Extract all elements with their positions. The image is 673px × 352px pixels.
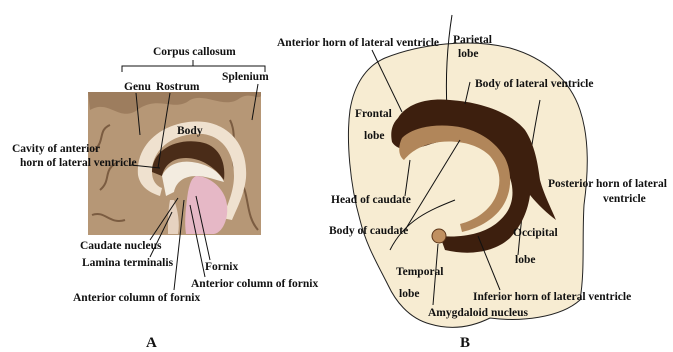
label-cavity-line1: Cavity of anterior: [12, 143, 100, 155]
label-posterior-horn-line1: Posterior horn of lateral: [548, 178, 667, 190]
label-frontal-line1: Frontal: [355, 108, 392, 120]
label-splenium: Splenium: [222, 71, 269, 83]
label-anterior-horn: Anterior horn of lateral ventricle: [277, 37, 439, 49]
label-lamina-terminalis: Lamina terminalis: [82, 257, 174, 269]
label-anterior-column-fornix-a1: Anterior column of fornix: [73, 292, 200, 304]
label-corpus-callosum: Corpus callosum: [153, 46, 236, 58]
label-parietal-line1: Parietal: [453, 34, 492, 46]
panel-a: Corpus callosum Genu Rostrum Splenium Bo…: [12, 46, 318, 351]
panel-b: Anterior horn of lateral ventricle Parie…: [277, 15, 667, 351]
label-temporal-line2: lobe: [399, 288, 419, 300]
panel-label-a: A: [146, 335, 157, 351]
label-posterior-horn-line2: ventricle: [603, 193, 646, 205]
label-body-lateral-ventricle: Body of lateral ventricle: [475, 78, 593, 90]
panel-label-b: B: [460, 335, 470, 351]
label-body: Body: [177, 125, 203, 137]
label-fornix: Fornix: [205, 261, 238, 273]
label-frontal-line2: lobe: [364, 130, 384, 142]
label-head-of-caudate: Head of caudate: [331, 194, 411, 206]
label-cavity-line2: horn of lateral ventricle: [20, 157, 137, 169]
label-amygdaloid-nucleus: Amygdaloid nucleus: [428, 307, 529, 319]
label-caudate-nucleus: Caudate nucleus: [80, 240, 162, 252]
label-body-of-caudate: Body of caudate: [329, 225, 408, 237]
label-rostrum: Rostrum: [156, 81, 200, 93]
label-genu: Genu: [124, 81, 151, 93]
label-anterior-column-fornix-a2: Anterior column of fornix: [191, 278, 318, 290]
amygdaloid-nucleus-shape: [432, 229, 446, 243]
label-parietal-line2: lobe: [458, 48, 478, 60]
label-occipital-line1: Occipital: [513, 227, 558, 239]
label-inferior-horn: Inferior horn of lateral ventricle: [473, 291, 631, 303]
label-occipital-line2: lobe: [515, 254, 535, 266]
